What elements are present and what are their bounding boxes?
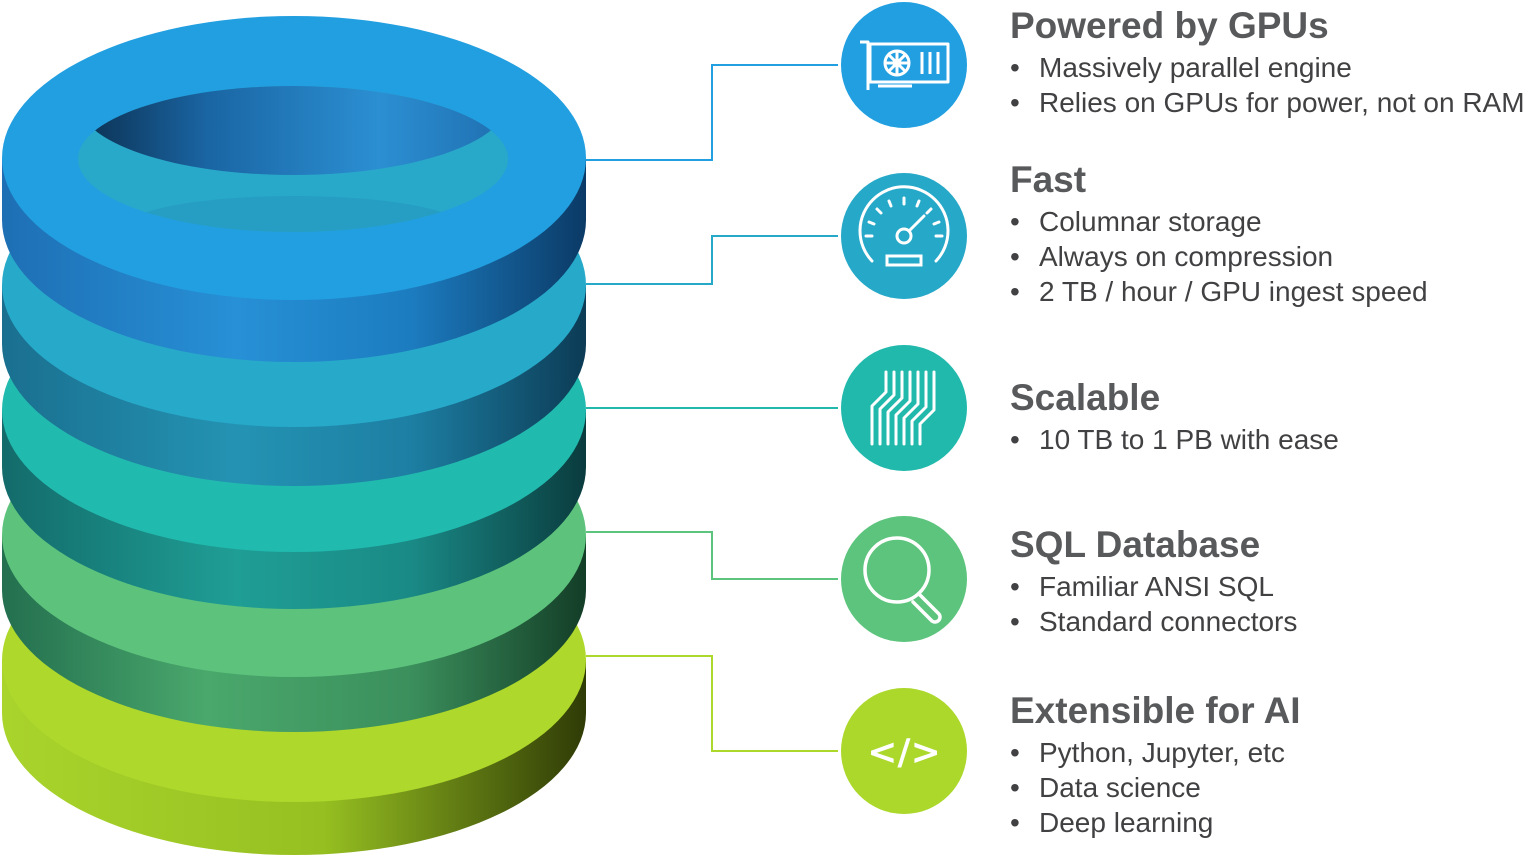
connector-line-5 bbox=[586, 655, 838, 752]
feature-bullets: 10 TB to 1 PB with ease bbox=[1010, 422, 1537, 457]
bullet-item: Python, Jupyter, etc bbox=[1010, 735, 1537, 770]
feature-sql: SQL Database Familiar ANSI SQL Standard … bbox=[1010, 524, 1537, 640]
connector-line-1 bbox=[586, 64, 838, 161]
bullet-item: 2 TB / hour / GPU ingest speed bbox=[1010, 274, 1537, 309]
feature-fast: Fast Columnar storage Always on compress… bbox=[1010, 159, 1537, 310]
bullet-item: Standard connectors bbox=[1010, 604, 1537, 639]
circuit-lines-icon bbox=[841, 345, 967, 471]
connector-line-4 bbox=[586, 531, 838, 580]
bullet-item: Deep learning bbox=[1010, 805, 1537, 840]
bullet-item: Relies on GPUs for power, not on RAM bbox=[1010, 85, 1537, 120]
bullet-item: Data science bbox=[1010, 770, 1537, 805]
feature-title: Scalable bbox=[1010, 377, 1161, 418]
feature-title: Extensible for AI bbox=[1010, 690, 1301, 731]
bullet-item: Columnar storage bbox=[1010, 204, 1537, 239]
speedometer-icon bbox=[841, 173, 967, 299]
feature-title: SQL Database bbox=[1010, 524, 1261, 565]
bullet-item: Familiar ANSI SQL bbox=[1010, 569, 1537, 604]
ring-1 bbox=[2, 16, 586, 362]
feature-bullets: Python, Jupyter, etc Data science Deep l… bbox=[1010, 735, 1537, 840]
gpu-card-icon bbox=[841, 2, 967, 128]
connector-line-2 bbox=[586, 235, 838, 285]
bullet-item: Massively parallel engine bbox=[1010, 50, 1537, 85]
feature-bullets: Familiar ANSI SQL Standard connectors bbox=[1010, 569, 1537, 639]
feature-ai: Extensible for AI Python, Jupyter, etc D… bbox=[1010, 690, 1537, 841]
feature-gpu: Powered by GPUs Massively parallel engin… bbox=[1010, 5, 1537, 121]
code-glyph: </> bbox=[867, 732, 940, 773]
bullet-item: 10 TB to 1 PB with ease bbox=[1010, 422, 1537, 457]
feature-scalable: Scalable 10 TB to 1 PB with ease bbox=[1010, 377, 1537, 458]
feature-bullets: Columnar storage Always on compression 2… bbox=[1010, 204, 1537, 309]
bullet-item: Always on compression bbox=[1010, 239, 1537, 274]
feature-title: Powered by GPUs bbox=[1010, 5, 1329, 46]
code-icon: </> bbox=[841, 688, 967, 814]
magnifier-icon bbox=[841, 516, 967, 642]
feature-title: Fast bbox=[1010, 159, 1087, 200]
feature-bullets: Massively parallel engine Relies on GPUs… bbox=[1010, 50, 1537, 120]
